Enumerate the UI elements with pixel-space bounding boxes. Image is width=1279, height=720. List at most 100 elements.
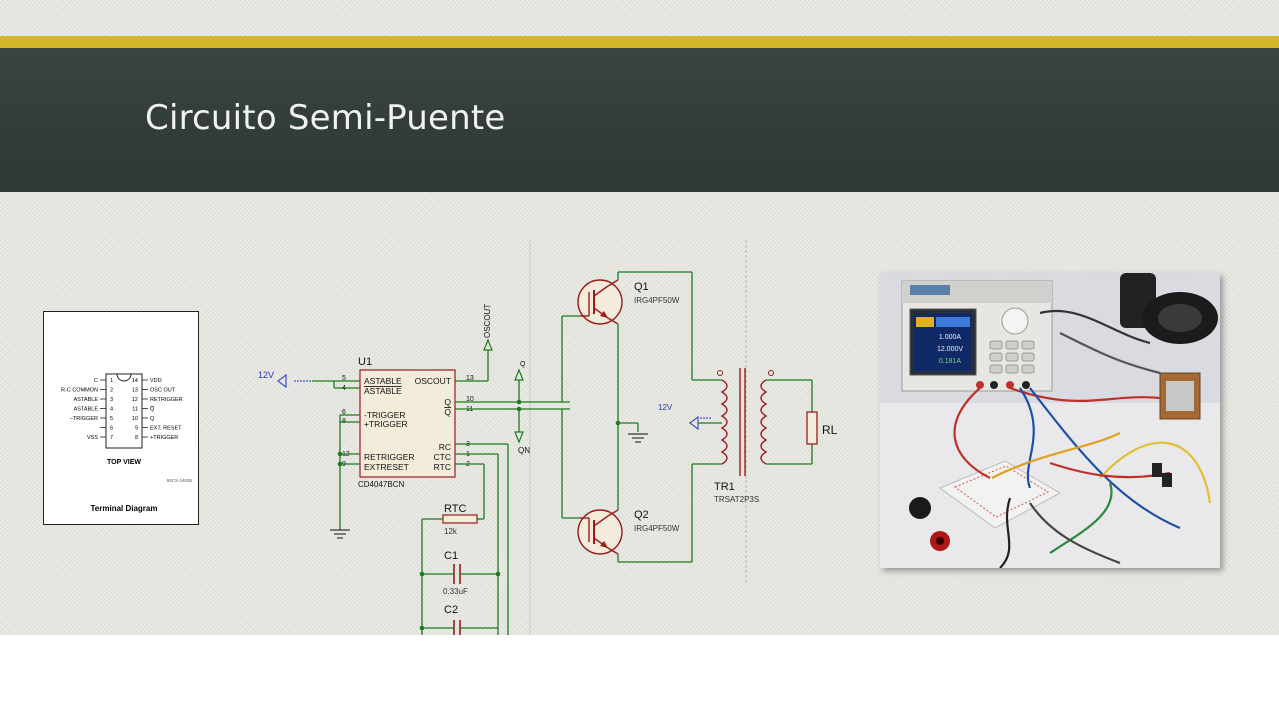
supply-terminal-symbol — [277, 374, 287, 388]
u1-pin-name: EXTRESET — [364, 462, 409, 472]
c2-ref-label: C2 — [444, 604, 458, 616]
u1-pin-name: RETRIGGER — [364, 452, 415, 462]
u1-pin-name: RTC — [434, 462, 451, 472]
dip-pin-number: 9 — [135, 426, 138, 432]
dip-pin-number: 14 — [132, 378, 138, 384]
u1-part-label: CD4047BCN — [358, 480, 404, 489]
power-supply-unit: 1.000A 12.000V 0.181A — [901, 280, 1053, 392]
c1-value-label: 0.33uF — [443, 587, 468, 596]
dip-pin-label: VSS — [87, 435, 98, 441]
c1-ref-label: C1 — [444, 550, 458, 562]
net-terminal-symbol — [514, 431, 524, 444]
net-qn-label: QN — [518, 446, 530, 455]
tr1-part-label: TRSAT2P3S — [714, 495, 759, 504]
slide-title: Circuito Semi-Puente — [145, 98, 506, 138]
u1-ref-label: U1 — [358, 356, 372, 368]
lab-setup-photo: 1.000A 12.000V 0.181A — [880, 273, 1220, 569]
transistor-object — [1162, 473, 1172, 487]
title-band — [0, 48, 1279, 192]
supply-12v-center-label: 12V — [658, 403, 673, 412]
junction-dot — [495, 571, 501, 577]
dip-pin-label: Q̅ — [150, 406, 155, 413]
jumper-wires — [953, 309, 1212, 569]
u1-pin-name: OSCOUT — [415, 376, 451, 386]
junction-dot — [337, 451, 343, 457]
top-view-label: TOP VIEW — [107, 459, 141, 466]
q2-ref-label: Q2 — [634, 509, 649, 521]
rtc-resistor-symbol — [442, 514, 478, 524]
tr1-ref-label: TR1 — [714, 481, 735, 493]
q2-igbt-symbol — [577, 509, 623, 555]
u1-pin-name: RC — [439, 442, 451, 452]
probe-knob — [909, 497, 931, 519]
rtc-ref-label: RTC — [444, 503, 466, 515]
dip-pin-label: OSC OUT — [150, 388, 176, 394]
dip-pin-label: ASTABLE — [74, 397, 99, 403]
u1-pin-name: ASTABLE — [364, 376, 402, 386]
dip-pin-number: 13 — [132, 388, 138, 394]
psu-knob — [1001, 307, 1029, 335]
half-bridge-schematic: 12V U1 CD4047BCN ASTABLE5ASTABLE4-TRIGGE… — [240, 240, 860, 635]
junction-dot — [419, 625, 425, 631]
dip-pin-number: 3 — [110, 397, 113, 403]
psu-readout-output: 0.181A — [939, 358, 962, 365]
dip-pin-label: EXT. RESET — [150, 426, 182, 432]
u1-pin-number: 6 — [342, 409, 346, 416]
dip-pin-number: 1 — [110, 378, 113, 384]
gold-accent-stripe — [0, 36, 1279, 48]
u1-pin-name: -TRIGGER — [364, 410, 406, 420]
dip-pin-label: −TRIGGER — [70, 416, 98, 422]
dip-pin-number: 6 — [110, 426, 113, 432]
page-background-bottom — [0, 635, 1279, 720]
u1-pin-name: ASTABLE — [364, 386, 402, 396]
tr1-transformer-symbol — [717, 368, 774, 476]
dip-pin-number: 7 — [110, 435, 113, 441]
psu-readout-current: 1.000A — [939, 334, 962, 341]
supply-terminal-symbol — [689, 416, 699, 430]
supply-12v-label: 12V — [258, 370, 274, 380]
dip-pin-label: ASTABLE — [74, 407, 99, 413]
dip-package — [105, 373, 143, 449]
terminal-diagram-caption: Terminal Diagram — [91, 504, 158, 513]
junction-dot — [615, 420, 621, 426]
q1-ref-label: Q1 — [634, 281, 649, 293]
rl-resistor-symbol — [806, 411, 818, 445]
net-terminal-symbol — [514, 368, 524, 381]
schematic-svg: 12V U1 CD4047BCN ASTABLE5ASTABLE4-TRIGGE… — [258, 240, 838, 635]
rl-ref-label: RL — [822, 423, 838, 437]
dip-pin-number: 4 — [110, 407, 113, 413]
junction-dot — [337, 461, 343, 467]
dip-pin-number: 5 — [110, 416, 113, 422]
psu-brand-badge — [910, 285, 950, 295]
dip-pin-label: C — [94, 378, 98, 384]
dip-pin-number: 10 — [132, 416, 138, 422]
dip-pin-label: +TRIGGER — [150, 435, 178, 441]
lab-photo-svg: 1.000A 12.000V 0.181A — [880, 273, 1220, 569]
net-terminal-symbol — [483, 338, 493, 351]
q1-igbt-symbol — [577, 279, 623, 325]
dip-pin-label: VDD — [150, 378, 162, 384]
dip-pin-label: Q — [150, 416, 155, 422]
u1-pin-name: +TRIGGER — [364, 419, 408, 429]
net-oscout-label: OSCOUT — [483, 304, 492, 338]
psu-readout-voltage: 12.000V — [937, 346, 963, 353]
dip-pin-number: 12 — [132, 397, 138, 403]
dip-pin-label: R-C COMMON — [61, 388, 98, 394]
pin1-notch — [116, 373, 132, 382]
dip-pin-number: 8 — [135, 435, 138, 441]
junction-dot — [419, 571, 425, 577]
net-q-label: Q — [520, 361, 526, 368]
u1-pin-number: 13 — [466, 375, 474, 382]
q1-part-label: IRG4PF50W — [634, 296, 680, 305]
dip-pin-number: 11 — [132, 407, 138, 413]
rtc-value-label: 12k — [444, 527, 458, 536]
transistor-object — [1152, 463, 1162, 477]
breadboard-object — [938, 460, 1062, 529]
u1-ic-body — [359, 369, 456, 478]
q2-part-label: IRG4PF50W — [634, 524, 680, 533]
u1-pin-number: 5 — [342, 375, 346, 382]
u1-pin-name: CTC — [434, 452, 451, 462]
